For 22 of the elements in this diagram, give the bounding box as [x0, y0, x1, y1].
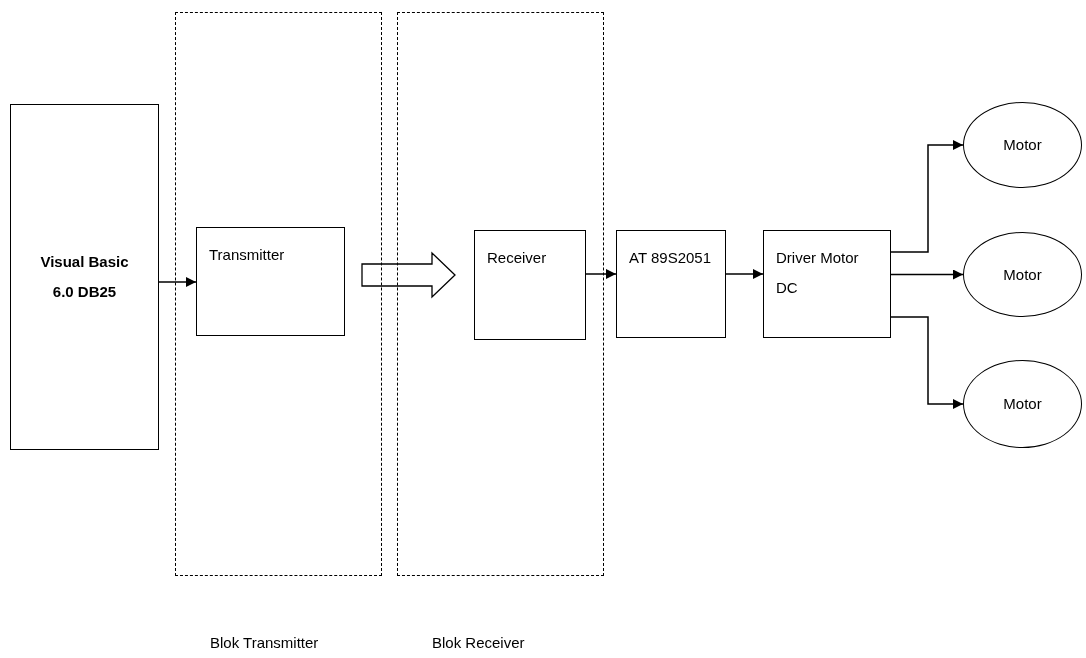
group-heading: Blok Transmitter — [210, 632, 319, 653]
process-box — [10, 104, 159, 450]
arrow — [890, 269, 964, 280]
box-label: Driver Motor DC — [776, 248, 860, 298]
box-label: Motor — [1003, 394, 1042, 414]
arrow — [890, 316, 964, 409]
box-label: Transmitter — [209, 245, 285, 265]
group-heading: Blok Receiver — [432, 632, 525, 653]
block-arrow — [361, 251, 456, 299]
process-box — [616, 230, 726, 338]
box-label: Visual Basic 6.0 DB25 — [39, 252, 130, 302]
process-box — [763, 230, 891, 338]
box-label: Receiver — [487, 248, 547, 268]
arrow — [725, 269, 764, 279]
process-box — [474, 230, 586, 340]
arrow — [158, 277, 197, 287]
box-label: AT 89S2051 — [629, 248, 711, 268]
process-box — [196, 227, 345, 336]
box-label: Motor — [1003, 135, 1042, 155]
box-label: Motor — [1003, 264, 1042, 285]
arrow — [890, 140, 964, 253]
arrow — [585, 269, 617, 279]
